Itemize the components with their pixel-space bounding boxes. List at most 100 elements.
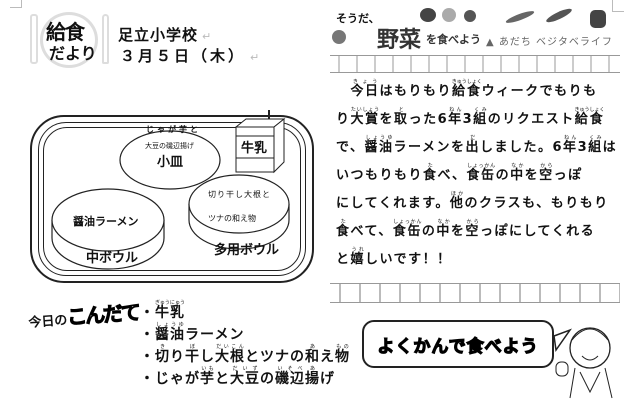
furigana-word: 年ねん bbox=[448, 107, 463, 127]
pumpkin-icon bbox=[464, 10, 476, 22]
furigana-word: 醤油しょうゆ bbox=[155, 322, 185, 343]
furigana-word: 物もの bbox=[335, 344, 350, 365]
text-segment: とツナの bbox=[245, 349, 305, 365]
page-corner-mark bbox=[10, 0, 22, 8]
banner-brand-text: あだち ベジタベライフ bbox=[498, 37, 613, 48]
text-segment: ・ bbox=[140, 327, 155, 343]
article-line: いつもりもり食たべ、食缶しょっかんの中なかを空からっぽ bbox=[336, 162, 604, 190]
furigana-reading: くみ bbox=[588, 135, 603, 141]
small-plate-food: 大豆の磯辺揚げ bbox=[145, 142, 194, 150]
vegetable-characters-border bbox=[330, 55, 620, 73]
paragraph-mark: ↵ bbox=[250, 51, 263, 64]
tomato-icon bbox=[332, 30, 346, 44]
furigana-word: 食缶しょっかん bbox=[466, 163, 496, 183]
tray-rim bbox=[38, 122, 306, 276]
text-segment: ウィークでもりも bbox=[481, 84, 598, 99]
furigana-word: 中なか bbox=[510, 163, 525, 183]
furigana-word: 醤油しょうゆ bbox=[364, 135, 394, 155]
furigana-word: 取と bbox=[394, 107, 409, 127]
article-line: にしてくれます。他ほかのクラスも、もりもり bbox=[336, 190, 607, 218]
furigana-reading: しょうゆ bbox=[155, 322, 185, 328]
text-segment: の bbox=[495, 168, 511, 183]
text-segment: ・ bbox=[140, 305, 155, 321]
furigana-word: 給食きゅうしょく bbox=[574, 107, 605, 127]
onion-icon bbox=[442, 8, 456, 22]
furigana-reading: たいしょう bbox=[350, 107, 380, 113]
banner-main: 野菜 bbox=[377, 28, 422, 53]
furigana-word: 大賞たいしょう bbox=[350, 107, 380, 127]
text-segment: ・ bbox=[140, 349, 155, 365]
furigana-reading: いそべ bbox=[275, 366, 305, 372]
banner-brand: ▲ あだち ベジタベライフ bbox=[486, 37, 613, 48]
menu-heading-main: こんだて bbox=[66, 300, 140, 330]
furigana-reading: いも bbox=[200, 366, 215, 372]
article-line: 今日きょうはもりもり給食きゅうしょくウィークでもりも bbox=[336, 78, 604, 106]
furigana-reading: だいこん bbox=[215, 344, 245, 350]
furigana-reading: くみ bbox=[473, 107, 488, 113]
text-segment: を bbox=[450, 224, 466, 239]
article-line: り大賞たいしょうを取とった6年ねん3組くみのリクエスト給食きゅうしょく bbox=[336, 106, 604, 134]
furigana-reading: ぼ bbox=[185, 344, 200, 350]
small-plate bbox=[119, 130, 221, 190]
tray-inner bbox=[43, 127, 301, 271]
furigana-reading: きょう bbox=[350, 79, 380, 85]
furigana-word: 嬉うれ bbox=[350, 247, 366, 267]
school-name: 足立小学校↵ bbox=[118, 24, 212, 45]
knife-icon bbox=[102, 14, 109, 64]
article-paragraph: 今日きょうはもりもり給食きゅうしょくウィークでもりもり大賞たいしょうを取とった6… bbox=[336, 78, 616, 274]
text-segment: べ、 bbox=[437, 168, 467, 183]
furigana-reading: だ bbox=[465, 135, 480, 141]
furigana-reading: うれ bbox=[350, 247, 366, 253]
furigana-reading: ねん bbox=[448, 107, 463, 113]
furigana-reading: なか bbox=[436, 219, 451, 225]
furigana-reading: た bbox=[336, 219, 351, 225]
furigana-word: 大豆だいず bbox=[230, 366, 260, 387]
furigana-reading: ねん bbox=[563, 135, 578, 141]
banner-suffix: を食べよう bbox=[426, 33, 481, 46]
multi-bowl bbox=[188, 174, 290, 234]
furigana-reading: しょっかん bbox=[392, 219, 422, 225]
menu-item: ・醤油しょうゆラーメン bbox=[140, 322, 350, 344]
medium-bowl bbox=[51, 188, 165, 252]
text-segment: っぽにしてくれる bbox=[479, 224, 596, 239]
tray-outer bbox=[30, 115, 314, 283]
paragraph-mark: ↵ bbox=[202, 30, 213, 43]
text-segment: げ bbox=[320, 371, 335, 387]
text-segment: と bbox=[215, 371, 230, 387]
menu-item: ・切きり干ぼし大根だいこんとツナの和あえ物もの bbox=[140, 344, 350, 366]
text-segment: り bbox=[170, 349, 185, 365]
furigana-reading: しょうゆ bbox=[364, 135, 394, 141]
text-segment: を bbox=[379, 112, 395, 127]
furigana-reading: もの bbox=[335, 344, 350, 350]
article-line: 食たべて、食缶しょっかんの中なかを空からっぽにしてくれる bbox=[336, 218, 604, 246]
text-segment: で、 bbox=[336, 140, 365, 155]
small-plate-food: じゃが芋と bbox=[146, 125, 201, 134]
furigana-word: 中なか bbox=[436, 219, 451, 239]
text-segment: ラーメンを bbox=[393, 140, 466, 155]
text-segment: り bbox=[336, 112, 351, 127]
milk-carton-icon bbox=[234, 110, 286, 174]
furigana-word: 他ほか bbox=[449, 191, 465, 211]
text-segment: 3 bbox=[577, 140, 589, 155]
furigana-word: 年ねん bbox=[563, 135, 578, 155]
plate-icon bbox=[40, 12, 98, 68]
furigana-word: 磯辺いそべ bbox=[275, 366, 305, 387]
text-segment: の bbox=[421, 224, 437, 239]
furigana-reading: き bbox=[155, 344, 170, 350]
furigana-word: 大根だいこん bbox=[215, 344, 245, 365]
menu-heading-prefix: 今日の bbox=[27, 313, 68, 331]
furigana-word: 食た bbox=[336, 219, 351, 239]
text-segment: の bbox=[260, 371, 275, 387]
menu-item: ・牛乳ぎゅうにゅう bbox=[140, 300, 350, 322]
eggplant-icon bbox=[420, 8, 436, 22]
text-segment: はもりもり bbox=[379, 84, 453, 99]
pepper-icon bbox=[590, 10, 606, 28]
multi-bowl-label: 多用ボウル bbox=[214, 243, 280, 258]
text-segment: と bbox=[336, 252, 351, 267]
furigana-word: 組くみ bbox=[588, 135, 603, 155]
banner-prefix: そうだ、 bbox=[336, 12, 380, 25]
furigana-word: 今日きょう bbox=[350, 79, 380, 99]
furigana-reading: しょっかん bbox=[466, 163, 496, 169]
text-segment: は bbox=[602, 140, 618, 155]
